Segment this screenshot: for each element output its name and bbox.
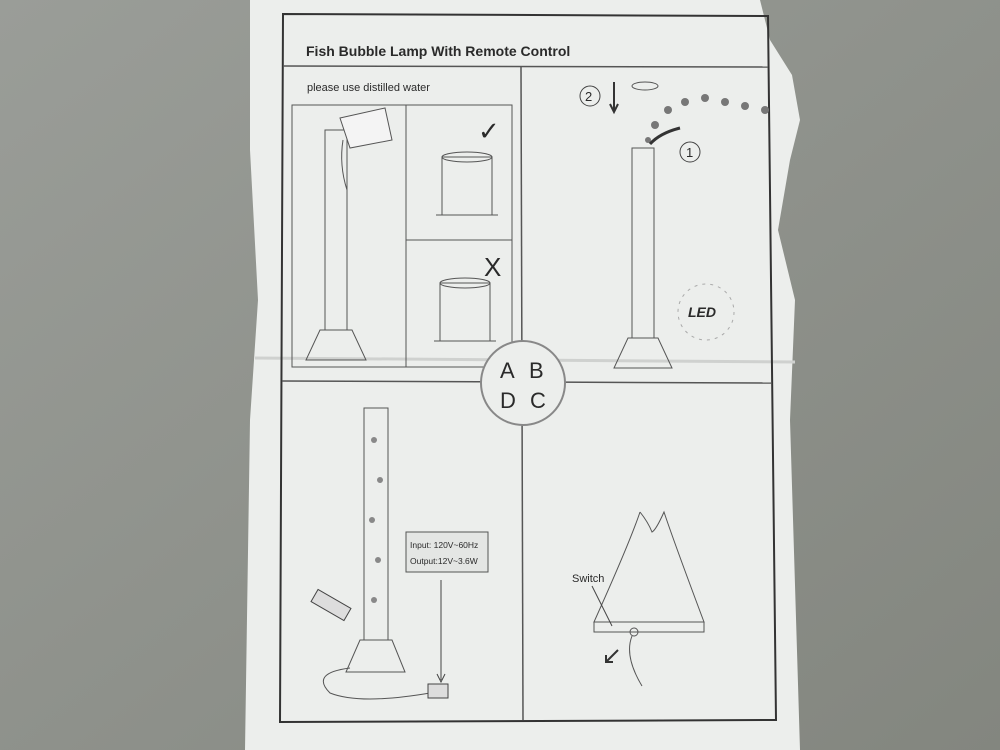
panel-a-box: [291, 104, 513, 368]
switch-arrow-icon: [605, 649, 619, 663]
switch-label: Switch: [572, 573, 604, 585]
step-2-label: 2: [585, 89, 592, 104]
switch-pointer-line: [591, 585, 613, 627]
lamp-filling-illustration: [305, 107, 393, 361]
output-spec: Output:12V~3.6W: [410, 556, 478, 566]
step-1-label: 1: [686, 145, 693, 160]
header-divider: [282, 65, 769, 68]
panel-label-a: A: [500, 358, 515, 383]
input-spec: Input: 120V~60Hz: [410, 540, 478, 550]
step-1-circle: [679, 141, 701, 163]
panel-label-d: D: [500, 388, 516, 413]
lamp-base-closeup-illustration: [593, 510, 705, 687]
down-arrow-icon: [609, 82, 619, 115]
fish-figures: [645, 94, 769, 143]
assembled-lamp-illustration: [322, 407, 431, 700]
pointer-arrow-icon: [436, 580, 446, 684]
lamp-tube-illustration: [613, 147, 673, 369]
remote-control-icon: [310, 588, 352, 622]
lamp-cap: [631, 81, 659, 91]
sheet-frame: [278, 12, 778, 724]
panel-label-c: C: [530, 388, 546, 413]
distilled-water-instruction: please use distilled water: [307, 82, 430, 94]
sheet-title: Fish Bubble Lamp With Remote Control: [306, 43, 570, 59]
water-level-correct-illustration: [436, 151, 498, 216]
water-level-wrong-illustration: [434, 277, 496, 342]
led-label: LED: [688, 304, 716, 320]
insert-arrow-icon: [648, 126, 681, 146]
led-glow-icon: [677, 283, 735, 341]
step-2-circle: [579, 85, 601, 107]
panel-label-b: B: [529, 358, 544, 383]
panel-labels-circle: A B D C: [480, 340, 566, 426]
wrong-x-icon: X: [484, 252, 501, 282]
power-adapter-icon: [427, 683, 449, 699]
correct-check-icon: ✓: [478, 116, 500, 146]
power-spec-box: [405, 531, 489, 573]
